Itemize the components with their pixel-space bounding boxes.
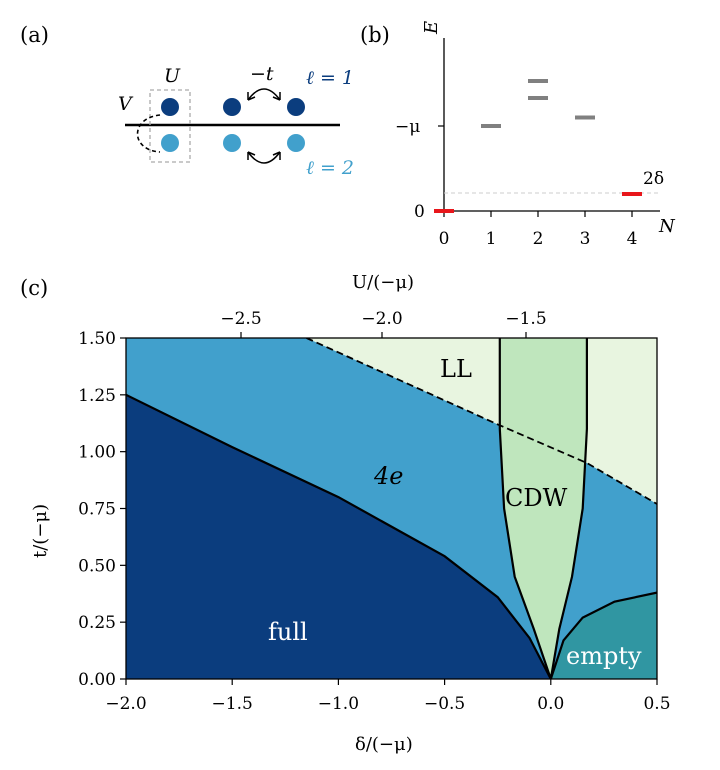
arrowhead: [272, 151, 281, 160]
top-axis-label: U/(−μ): [352, 272, 414, 293]
panel-c-label: (c): [20, 276, 48, 300]
b-ytick-mu-label: −μ: [395, 117, 420, 137]
boundary-full-4e: [126, 393, 552, 679]
boundary-cdw: [498, 338, 588, 679]
region-label-full: full: [268, 618, 308, 646]
energy-levels: [434, 78, 642, 213]
y-axis-label: t/(−μ): [30, 504, 51, 558]
b-x-tick-label: 4: [627, 229, 638, 249]
region-label-empty: empty: [566, 642, 642, 670]
delta-label: 2δ: [643, 169, 664, 189]
phase-diagram: [126, 338, 657, 679]
panel-a: (a) U V −t ℓ = 1 ℓ = 2: [20, 23, 354, 179]
region-empty: [550, 592, 657, 679]
site-l2-0: [161, 134, 179, 152]
v-label: V: [118, 93, 134, 115]
b-x-tick-label: 0: [439, 229, 450, 249]
site-l2-2: [287, 134, 305, 152]
c-x-tick-label: 0.5: [643, 694, 670, 714]
panel-c: (c) U/(−μ) full 4e LL CDW empty −2.0 −1.5…: [20, 272, 671, 755]
b-x-tick-label: 1: [486, 229, 497, 249]
region-label-cdw: CDW: [505, 484, 568, 512]
c-top-tick-label: −2.5: [220, 309, 261, 329]
c-top-tick-label: −1.5: [505, 309, 546, 329]
site-l1-2: [287, 98, 305, 116]
c-x-tick-label: 0.0: [537, 694, 564, 714]
c-top-tick-label: −2.0: [361, 309, 402, 329]
site-l1-0: [161, 98, 179, 116]
boundary-4e-ll: [306, 338, 657, 505]
c-y-tick-label: 0.25: [78, 613, 116, 633]
u-label: U: [164, 65, 181, 87]
c-y-ticks: 0.00 0.25 0.50 0.75 1.00 1.25 1.50: [78, 329, 126, 690]
v-arc: [136, 114, 161, 153]
c-x-tick-label: −1.0: [318, 694, 359, 714]
l1-label: ℓ = 1: [306, 67, 354, 89]
c-x-ticks: −2.0 −1.5 −1.0 −0.5 0.0 0.5: [105, 679, 671, 714]
c-y-tick-label: 1.50: [78, 329, 116, 349]
c-x-tick-label: −0.5: [424, 694, 465, 714]
c-y-tick-label: 0.50: [78, 556, 116, 576]
l2-label: ℓ = 2: [306, 157, 354, 179]
arrowhead: [272, 92, 281, 101]
hop-arrow-top: [247, 88, 281, 101]
hop-arrow-bottom: [247, 151, 281, 164]
panel-a-label: (a): [20, 23, 49, 47]
b-x-tick-label: 3: [580, 229, 591, 249]
region-label-ll: LL: [440, 355, 472, 383]
b-x-ticks: 0 1 2 3 4: [439, 211, 638, 249]
c-x-tick-label: −2.0: [105, 694, 146, 714]
c-top-ticks: −2.5 −2.0 −1.5: [220, 309, 547, 338]
b-x-axis-label: N: [658, 216, 676, 237]
region-full: [126, 394, 551, 679]
c-y-tick-label: 1.25: [78, 386, 116, 406]
boundary-empty: [549, 591, 657, 679]
hop-label: −t: [250, 63, 274, 85]
x-axis-label: δ/(−μ): [355, 734, 413, 755]
arrowhead: [247, 151, 256, 160]
arrowhead: [247, 92, 256, 101]
c-y-tick-label: 0.75: [78, 500, 116, 520]
panel-b: (b) E −μ 0 0 1 2 3 4 N 2δ: [360, 21, 676, 249]
c-x-tick-label: −1.5: [212, 694, 253, 714]
panel-b-label: (b): [360, 23, 390, 47]
energy-axis-label: E: [421, 21, 442, 35]
region-label-4e: 4e: [373, 462, 403, 490]
b-x-tick-label: 2: [533, 229, 544, 249]
c-y-tick-label: 0.00: [78, 670, 116, 690]
site-l1-1: [223, 98, 241, 116]
c-y-tick-label: 1.00: [78, 443, 116, 463]
b-ytick-zero-label: 0: [414, 202, 425, 222]
site-l2-1: [223, 134, 241, 152]
